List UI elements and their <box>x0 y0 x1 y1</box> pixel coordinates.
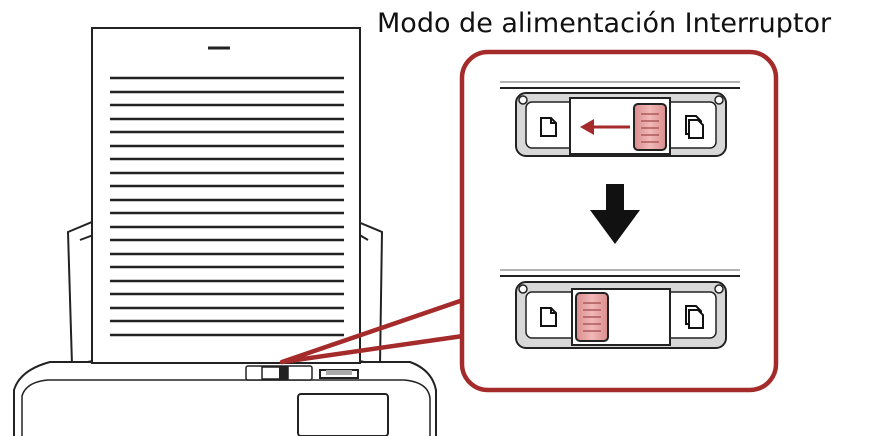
single-sheet-icon <box>540 307 557 327</box>
multi-sheet-icon <box>685 115 704 139</box>
control-panel <box>297 393 389 436</box>
callout-connector <box>279 297 464 365</box>
arrow-down-icon <box>590 184 640 244</box>
diagram-title: Modo de alimentación Interruptor <box>377 8 832 39</box>
multi-sheet-icon <box>685 305 704 329</box>
switch-before <box>500 81 740 157</box>
switch-after <box>500 269 740 349</box>
arrow-left-icon <box>580 119 630 135</box>
slider-knob <box>633 103 667 151</box>
paper-sheet <box>91 27 361 364</box>
paper-text-lines <box>110 76 344 337</box>
single-sheet-icon <box>540 117 557 137</box>
